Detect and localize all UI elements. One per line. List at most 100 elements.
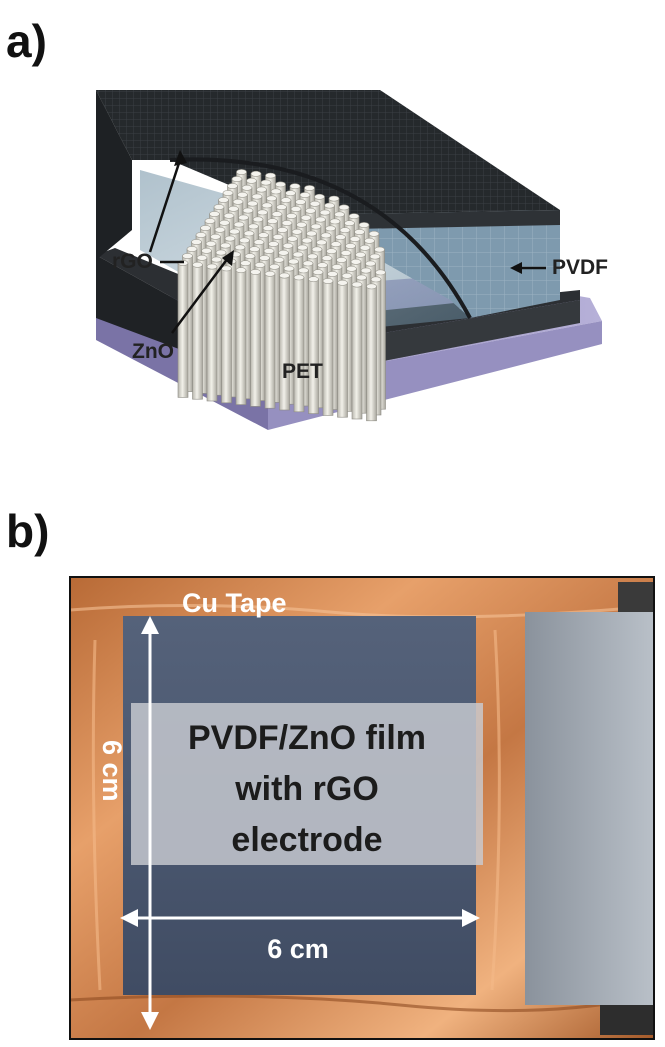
- zno-nanorod-cap: [291, 228, 303, 235]
- zno-nanorod-cap: [312, 269, 324, 276]
- zno-nanorod-cap: [186, 246, 198, 252]
- zno-nanorod: [308, 278, 319, 414]
- zno-nanorod-cap: [259, 255, 270, 261]
- zno-nanorod-cap: [269, 263, 280, 270]
- zno-nanorod-array: [177, 169, 386, 422]
- zno-nanorod-cap: [218, 197, 229, 203]
- zno-nanorod: [279, 275, 290, 411]
- zno-nanorod-cap: [224, 235, 236, 242]
- zno-nanorod-cap: [275, 181, 286, 188]
- zno-nanorod-cap: [309, 200, 321, 207]
- zno-nanorod-cap: [331, 264, 343, 270]
- zno-nanorod-cap: [351, 281, 363, 288]
- zno-nanorod-cap: [300, 214, 312, 221]
- zno-nanorod-cap: [262, 225, 274, 232]
- device-schematic: [96, 90, 602, 430]
- zno-nanorod-cap: [268, 241, 279, 247]
- zno-nanorod-cap: [264, 270, 276, 277]
- zno-nanorod-cap: [307, 253, 318, 260]
- zno-nanorod-cap: [267, 218, 278, 225]
- zno-nanorod-cap: [349, 236, 361, 242]
- zno-nanorod-cap: [356, 274, 367, 281]
- zno-nanorod-cap: [317, 262, 328, 269]
- zno-nanorod-cap: [195, 232, 207, 238]
- zno-nanorod-cap: [282, 242, 294, 249]
- zno-nanorod-cap: [330, 241, 342, 248]
- zno-nanorod-cap: [214, 226, 226, 233]
- zno-nanorod-cap: [316, 239, 327, 246]
- zno-nanorod-cap: [335, 234, 346, 241]
- zno-nanorod: [250, 271, 261, 407]
- zno-nanorod-cap: [364, 237, 375, 244]
- zno-nanorod-cap: [231, 176, 243, 182]
- zno-nanorod-cap: [348, 213, 360, 220]
- zno-nanorod-cap: [205, 240, 217, 247]
- zno-nanorod-cap: [236, 169, 247, 175]
- zno-nanorod: [366, 286, 377, 422]
- zno-nanorod-cap: [299, 192, 311, 198]
- zno-nanorod-cap: [237, 191, 248, 198]
- zno-nanorod-cap: [278, 249, 289, 256]
- zno-nanorod: [192, 264, 203, 400]
- zno-nanorod-cap: [243, 230, 255, 237]
- zno-nanorod-cap: [369, 253, 381, 260]
- zno-nanorod-cap: [242, 207, 254, 214]
- rgo-label-group: rGO: [112, 150, 187, 273]
- zno-nanorod-cap: [232, 198, 244, 205]
- zno-nanorod-cap: [227, 183, 238, 189]
- zno-nanorod-cap: [337, 279, 348, 286]
- zno-nanorod-cap: [306, 230, 317, 237]
- zno-nanorod-cap: [370, 276, 382, 283]
- zno-nanorod-cap: [247, 200, 258, 207]
- zno-nanorod-cap: [234, 244, 246, 251]
- zno-nanorod-cap: [325, 225, 336, 232]
- device-photo: PVDF/ZnO film with rGO electrode Cu Tape…: [69, 576, 655, 1040]
- zno-nanorod-cap: [256, 186, 267, 193]
- zno-nanorod-cap: [368, 230, 380, 237]
- zno-nanorod-cap: [182, 253, 193, 259]
- zno-nanorod-cap: [339, 227, 351, 234]
- zno-nanorod-cap: [201, 247, 212, 254]
- cu-tape-label: Cu Tape: [182, 588, 287, 618]
- zno-nanorod: [206, 266, 218, 402]
- zno-nanorod-cap: [359, 244, 371, 251]
- zno-nanorod-cap: [220, 242, 231, 249]
- zno-nanorod-cap: [265, 172, 276, 179]
- zno-nanorod-cap: [319, 209, 331, 216]
- zno-nanorod-cap: [263, 248, 275, 254]
- zno-nanorod-cap: [288, 258, 299, 265]
- zno-nanorod-cap: [240, 260, 251, 267]
- zno-nanorod: [264, 273, 276, 409]
- zno-nanorod-cap: [276, 204, 287, 211]
- zno-nanorod-cap: [326, 248, 337, 255]
- zno-nanorod-cap: [192, 261, 203, 268]
- zno-nanorod: [351, 284, 363, 420]
- zno-nanorod-cap: [289, 183, 301, 190]
- zno-nanorod-cap: [287, 235, 298, 242]
- zno-nanorod-cap: [301, 237, 313, 244]
- zno-nanorod-cap: [280, 197, 292, 204]
- zno-nanorod-cap: [253, 239, 265, 246]
- zno-nanorod-cap: [345, 243, 356, 249]
- zno-nanorod-cap: [321, 255, 333, 262]
- zno-nanorod-cap: [222, 190, 234, 196]
- zno-nanorod: [293, 277, 305, 413]
- zno-label-group: ZnO: [132, 250, 234, 363]
- zno-nanorod-cap: [248, 223, 259, 230]
- width-label: 6 cm: [267, 934, 329, 964]
- zno-nanorod-cap: [238, 214, 249, 221]
- zno-label: ZnO: [132, 340, 174, 363]
- caption-line-1: PVDF/ZnO film: [188, 719, 426, 757]
- zno-nanorod-cap: [272, 234, 284, 240]
- caption-line-2: with rGO: [234, 770, 379, 808]
- zno-nanorod-cap: [336, 257, 347, 263]
- zno-nanorod-cap: [355, 251, 366, 258]
- zno-nanorod-cap: [292, 251, 304, 258]
- zno-nanorod-cap: [344, 220, 355, 227]
- zno-nanorod-cap: [211, 256, 222, 263]
- zno-nanorod-cap: [290, 206, 302, 212]
- zno-nanorod-cap: [360, 267, 372, 274]
- zno-nanorod-cap: [210, 233, 221, 240]
- zno-nanorod-cap: [250, 269, 261, 275]
